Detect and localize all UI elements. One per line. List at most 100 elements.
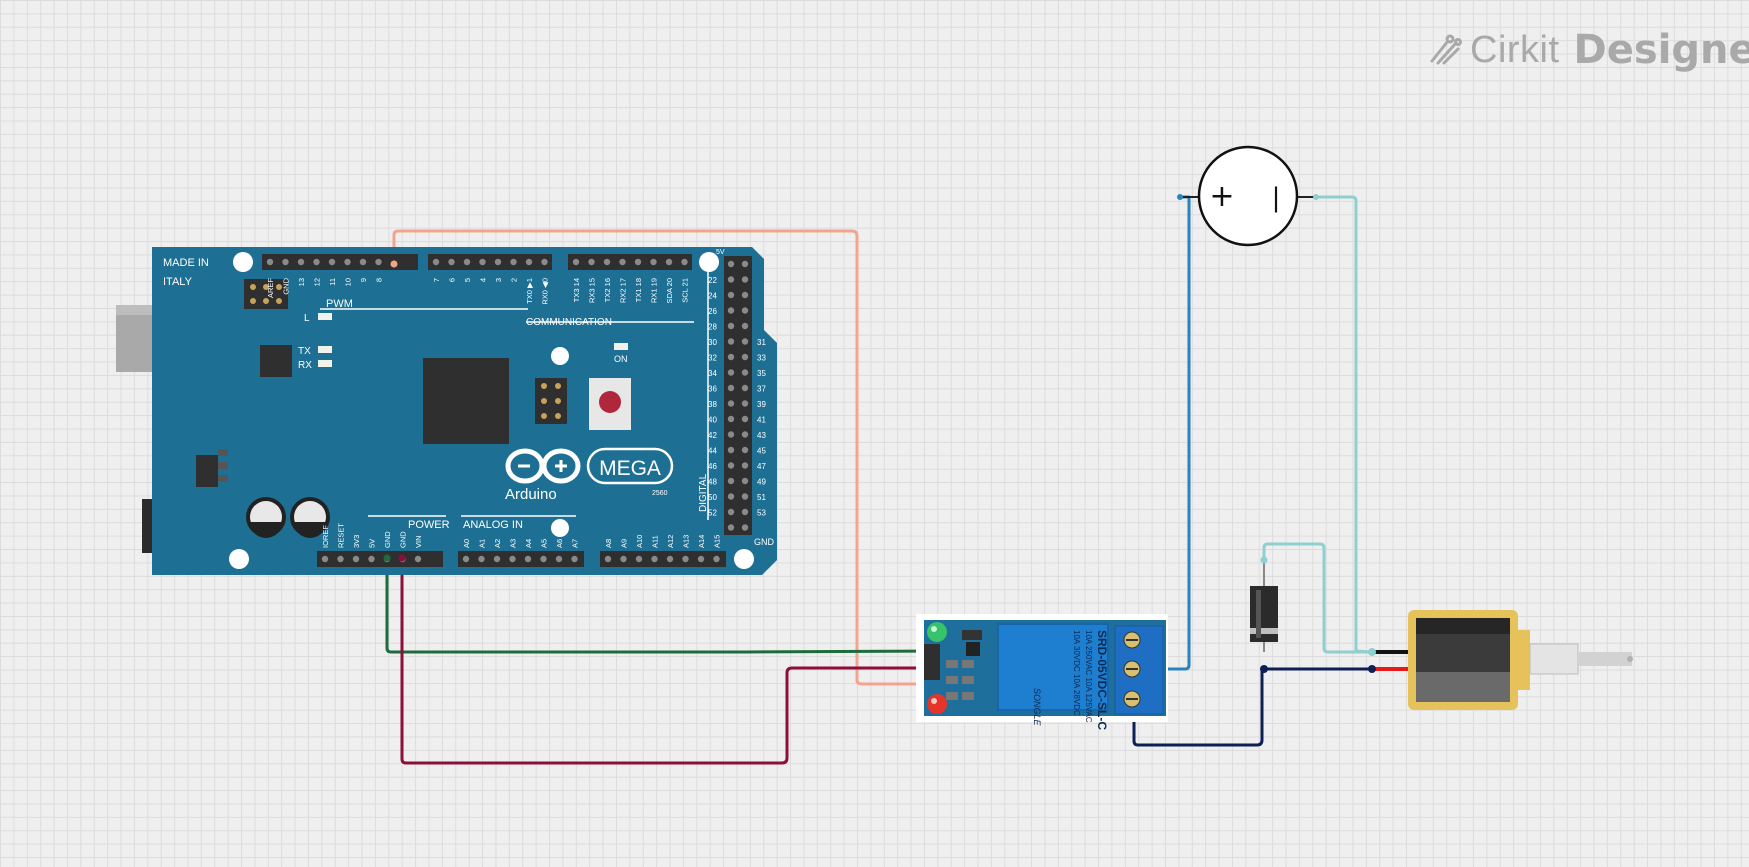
- header-pin[interactable]: [555, 555, 563, 563]
- header-pin[interactable]: [727, 322, 735, 330]
- header-pin[interactable]: [375, 258, 382, 266]
- header-pin[interactable]: [741, 307, 749, 314]
- header-pin[interactable]: [741, 400, 749, 407]
- header-pin[interactable]: [741, 384, 749, 392]
- header-pin[interactable]: [727, 493, 735, 500]
- wire-supply-positive[interactable]: [1132, 195, 1191, 671]
- header-pin[interactable]: [681, 258, 688, 266]
- header-pin[interactable]: [741, 462, 749, 469]
- header-pin[interactable]: [741, 415, 749, 423]
- header-pin[interactable]: [494, 258, 502, 266]
- header-pin[interactable]: [727, 462, 735, 469]
- header-pin[interactable]: [337, 555, 344, 563]
- reset-button[interactable]: [589, 378, 631, 430]
- wire-gnd[interactable]: [400, 556, 953, 765]
- header-pin[interactable]: [509, 555, 516, 563]
- header-pin[interactable]: [741, 446, 749, 454]
- header-pin[interactable]: [540, 555, 547, 563]
- header-pin[interactable]: [328, 258, 336, 266]
- header-pin[interactable]: [741, 322, 749, 330]
- header-pin[interactable]: [510, 258, 517, 266]
- header-pin[interactable]: [741, 493, 749, 500]
- header-pin[interactable]: [321, 555, 329, 563]
- header-pin[interactable]: [525, 258, 533, 266]
- header-pin[interactable]: [727, 291, 735, 299]
- header-pin[interactable]: [297, 258, 305, 266]
- header-pin[interactable]: [282, 258, 289, 266]
- wire-supply-negative[interactable]: [1314, 195, 1374, 654]
- header-pin[interactable]: [727, 369, 735, 376]
- header-pin[interactable]: [741, 353, 749, 361]
- header-pin[interactable]: [741, 276, 749, 283]
- header-pin[interactable]: [524, 555, 532, 563]
- header-pin[interactable]: [727, 276, 735, 283]
- header-pin[interactable]: [651, 555, 658, 563]
- header-pin[interactable]: [727, 508, 735, 516]
- relay-module[interactable]: SRD-05VDC-SL-C 10A 250VAC 10A 125VAC 10A…: [916, 614, 1168, 730]
- header-pin[interactable]: [541, 258, 548, 266]
- header-pin[interactable]: [313, 258, 320, 266]
- header-pin[interactable]: [462, 555, 470, 563]
- header-pin[interactable]: [479, 258, 486, 266]
- header-pin[interactable]: [741, 477, 749, 485]
- header-pin[interactable]: [741, 338, 749, 345]
- header-pin[interactable]: [588, 258, 595, 266]
- header-pin[interactable]: [727, 260, 735, 268]
- header-pin[interactable]: [478, 555, 485, 563]
- header-pin[interactable]: [572, 258, 580, 266]
- wire-5v[interactable]: [385, 556, 953, 654]
- pin-label: 40: [708, 416, 717, 425]
- header-pin[interactable]: [666, 555, 674, 563]
- header-pin[interactable]: [634, 258, 642, 266]
- header-pin[interactable]: [682, 555, 689, 563]
- pin-label: 41: [757, 416, 766, 425]
- header-pin[interactable]: [620, 555, 627, 563]
- header-pin[interactable]: [727, 353, 735, 361]
- header-pin[interactable]: [727, 415, 735, 423]
- header-pin[interactable]: [665, 258, 673, 266]
- header-pin[interactable]: [266, 258, 274, 266]
- dc-power-source[interactable]: + |: [1177, 145, 1319, 247]
- header-pin[interactable]: [741, 431, 749, 438]
- arduino-mega-board[interactable]: MADE IN ITALY PWM COMMUNICATION L TX RX …: [116, 247, 777, 575]
- header-pin[interactable]: [650, 258, 657, 266]
- header-pin[interactable]: [741, 508, 749, 516]
- header-pin[interactable]: [352, 555, 360, 563]
- header-pin[interactable]: [368, 555, 375, 563]
- header-pin[interactable]: [603, 258, 611, 266]
- header-pin[interactable]: [727, 338, 735, 345]
- header-pin[interactable]: [448, 258, 455, 266]
- header-pin[interactable]: [635, 555, 643, 563]
- battery-terminal-negative[interactable]: [1313, 194, 1319, 200]
- header-pin[interactable]: [619, 258, 626, 266]
- flyback-diode[interactable]: [1250, 560, 1278, 652]
- header-pin[interactable]: [727, 384, 735, 392]
- header-pin[interactable]: [697, 555, 705, 563]
- solenoid[interactable]: [1372, 610, 1633, 710]
- header-pin[interactable]: [741, 260, 749, 268]
- header-pin[interactable]: [727, 477, 735, 485]
- header-pin[interactable]: [432, 258, 440, 266]
- header-pin[interactable]: [741, 291, 749, 299]
- header-pin[interactable]: [727, 431, 735, 438]
- header-pin[interactable]: [463, 258, 471, 266]
- label-made-in: MADE IN: [163, 257, 209, 269]
- wire-signal-pin9[interactable]: [392, 229, 953, 686]
- header-pin[interactable]: [414, 555, 422, 563]
- header-pin[interactable]: [741, 524, 749, 531]
- header-pin[interactable]: [571, 555, 578, 563]
- header-pin[interactable]: [727, 400, 735, 407]
- wire-load[interactable]: [1132, 667, 1374, 747]
- header-pin[interactable]: [344, 258, 351, 266]
- wire-diode-anode[interactable]: [1262, 542, 1374, 654]
- header-pin[interactable]: [727, 446, 735, 454]
- header-pin[interactable]: [493, 555, 501, 563]
- header-pin[interactable]: [604, 555, 612, 563]
- header-pin[interactable]: [713, 555, 720, 563]
- header-pin[interactable]: [727, 307, 735, 314]
- header-pin[interactable]: [727, 524, 735, 531]
- header-pin[interactable]: [359, 258, 367, 266]
- header-pin[interactable]: [741, 369, 749, 376]
- battery-terminal-positive[interactable]: [1177, 194, 1183, 200]
